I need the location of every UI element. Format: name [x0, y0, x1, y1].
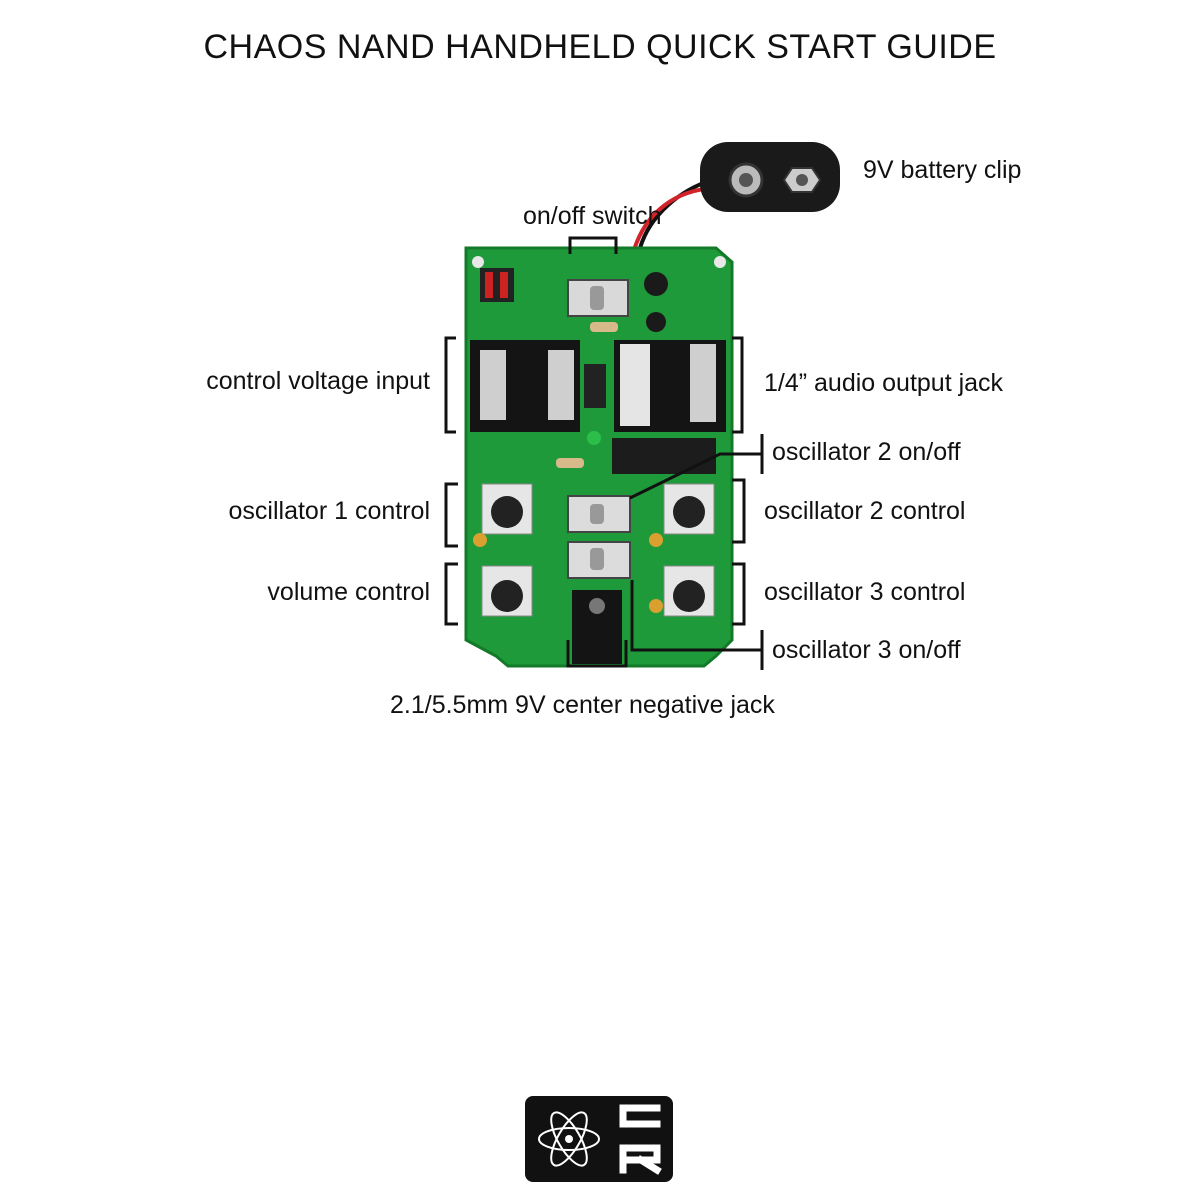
leader-lines — [444, 236, 764, 670]
circuit-board — [464, 246, 734, 668]
label-power-jack: 2.1/5.5mm 9V center negative jack — [390, 691, 775, 719]
label-audio-output-jack: 1/4” audio output jack — [764, 369, 1004, 397]
atom-icon — [538, 1104, 662, 1175]
label-on-off-switch: on/off switch — [523, 202, 662, 230]
brand-logo — [525, 1096, 673, 1182]
label-oscillator-2-on-off: oscillator 2 on/off — [772, 438, 961, 466]
label-battery-clip: 9V battery clip — [863, 156, 1022, 184]
battery-clip — [632, 142, 840, 251]
label-oscillator-2-control: oscillator 2 control — [764, 497, 966, 525]
label-oscillator-3-on-off: oscillator 3 on/off — [772, 636, 961, 664]
page-title: CHAOS NAND HANDHELD QUICK START GUIDE — [203, 28, 997, 66]
label-control-voltage-input: control voltage input — [206, 367, 430, 395]
label-volume-control: volume control — [267, 578, 430, 606]
label-oscillator-1-control: oscillator 1 control — [228, 497, 430, 525]
label-oscillator-3-control: oscillator 3 control — [764, 578, 966, 606]
